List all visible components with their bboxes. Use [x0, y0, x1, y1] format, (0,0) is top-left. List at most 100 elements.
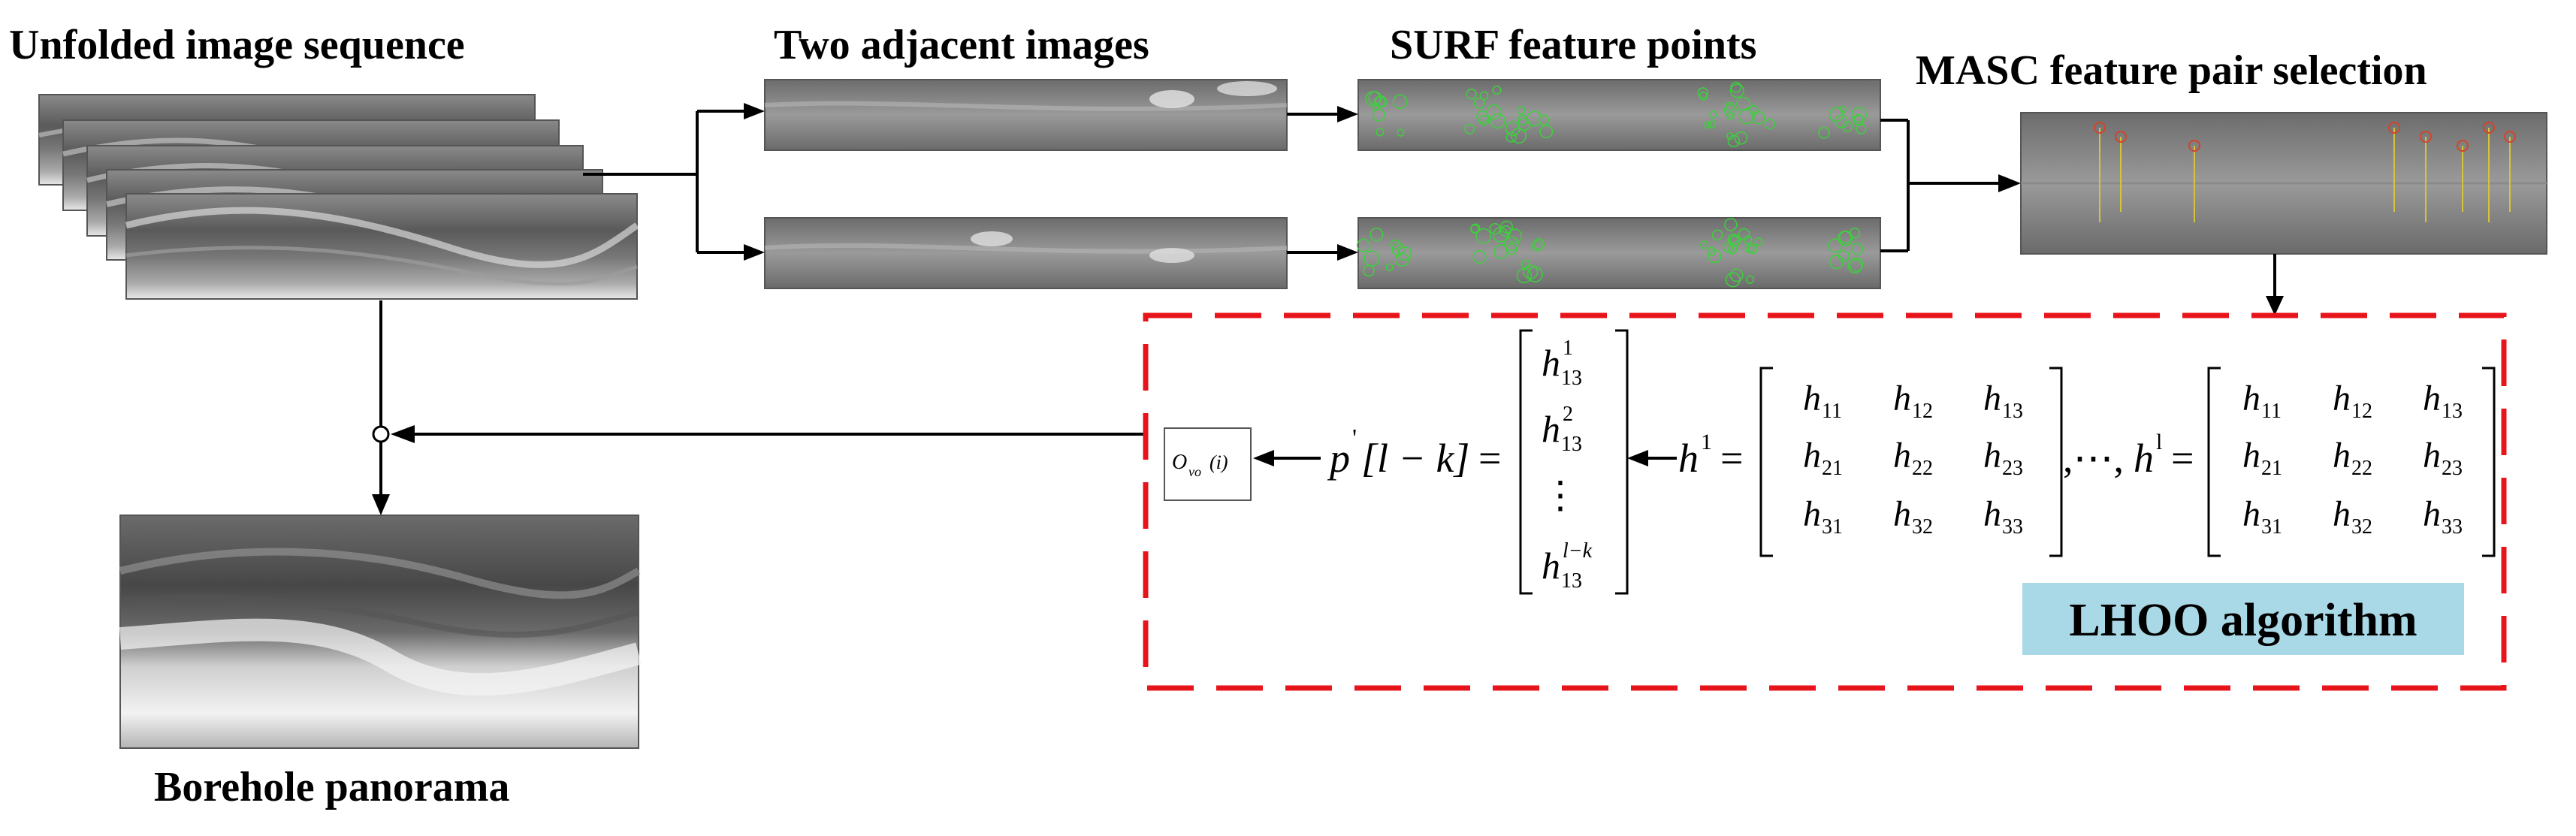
- matrix-entry-sub: 31: [1822, 515, 1843, 539]
- surf-point: [1375, 95, 1388, 108]
- surf-point: [1851, 107, 1867, 123]
- surf-point: [1376, 128, 1385, 137]
- vector-entry-base: h: [1542, 545, 1560, 587]
- adjacent-image-top: [764, 79, 1288, 151]
- arrow-head: [391, 425, 415, 443]
- surf-point: [1505, 243, 1518, 255]
- surf-point: [1390, 239, 1401, 250]
- surf-point: [1725, 101, 1735, 112]
- surf-point: [1490, 113, 1506, 129]
- arrow-head: [2266, 296, 2284, 315]
- connector-lines: [379, 110, 2276, 499]
- surf-point: [1723, 242, 1734, 253]
- arrow-head: [1998, 174, 2021, 192]
- surf-point: [1466, 89, 1477, 100]
- surf-point: [1743, 235, 1753, 245]
- masc-point: [2483, 122, 2495, 134]
- surf-point: [1516, 267, 1533, 284]
- surf-point: [1729, 83, 1744, 98]
- arrow-head: [1337, 106, 1358, 122]
- matrix-entry-sub: 22: [1912, 457, 1933, 480]
- surf-point: [1751, 110, 1765, 125]
- matrix-entry-base: h: [1893, 379, 1911, 418]
- surf-point: [1539, 125, 1554, 139]
- vector-entry-sup: l−k: [1563, 539, 1593, 563]
- surf-point: [1711, 229, 1723, 241]
- matrix-entry-base: h: [2242, 436, 2260, 475]
- surf-point: [1539, 114, 1550, 126]
- eq-h1-sup: 1: [1701, 430, 1712, 454]
- surf-point: [1697, 87, 1709, 98]
- masc-point: [2094, 122, 2106, 134]
- surf-point: [1391, 243, 1405, 256]
- surf-point: [1730, 81, 1742, 93]
- matrix-entry-base: h: [2242, 379, 2260, 418]
- matrix-entry-sub: 31: [2261, 515, 2282, 539]
- surf-point: [1517, 106, 1526, 115]
- matrix-entry-base: h: [1803, 436, 1821, 475]
- vector-entry-sup: 1: [1563, 337, 1573, 360]
- matrix-entry-sub: 32: [2351, 515, 2372, 539]
- eq-equals-2: =: [1720, 436, 1743, 481]
- matrix-entry-base: h: [2423, 494, 2441, 534]
- title-surf: SURF feature points: [1390, 22, 1756, 68]
- surf-point: [1724, 218, 1738, 231]
- surf-point: [1727, 233, 1738, 245]
- matrix-entry-base: h: [1983, 379, 2001, 418]
- ovo-box: O vo (i): [1164, 427, 1252, 501]
- rock-texture-image: [125, 193, 639, 300]
- equation-lhs: p ' [l − k] =: [1327, 424, 1501, 481]
- lhoo-label-box: [2022, 583, 2464, 655]
- surf-point: [1838, 250, 1850, 262]
- surf-point: [1470, 223, 1481, 234]
- surf-point: [1397, 246, 1412, 261]
- surf-point: [1835, 114, 1849, 128]
- surf-point: [1533, 238, 1545, 250]
- eq-index: [l − k]: [1361, 436, 1469, 481]
- matrix-entry-base: h: [2242, 494, 2260, 534]
- surf-point: [1475, 228, 1492, 244]
- masc-point: [2457, 140, 2469, 152]
- surf-point: [1708, 249, 1722, 264]
- surf-point: [1357, 238, 1370, 252]
- masc-point: [2115, 131, 2127, 143]
- eq-h1: h: [1678, 436, 1699, 481]
- arrow-head: [744, 244, 765, 261]
- equation-hl: h l =: [2134, 430, 2194, 481]
- title-adjacent: Two adjacent images: [774, 22, 1149, 68]
- matrix-entry-base: h: [2423, 379, 2441, 418]
- masc-point: [2504, 131, 2516, 143]
- surf-point: [1838, 230, 1853, 246]
- matrix-entry-sub: 23: [2442, 457, 2463, 480]
- surf-point: [1363, 250, 1380, 267]
- vector-entry-base: ⋮: [1542, 474, 1579, 516]
- matrix-entry-base: h: [2333, 494, 2351, 534]
- surf-point: [1479, 91, 1489, 101]
- surf-point: [1508, 228, 1523, 243]
- adjacent-image-bottom: [764, 217, 1288, 289]
- vector-entry-sub: 13: [1561, 367, 1582, 390]
- ovo-base: O: [1172, 451, 1187, 474]
- matrix-entry-base: h: [1983, 436, 2001, 475]
- surf-point: [1842, 121, 1853, 132]
- lhoo-dashed-frame: [1143, 312, 2507, 691]
- unfolded-image-stack: [38, 94, 639, 300]
- vector-entry-sub: 13: [1561, 569, 1582, 593]
- matrix-entry-sub: 13: [2002, 400, 2023, 423]
- borehole-panorama-image: [119, 515, 642, 749]
- eq-ellipsis: ,⋯,: [2063, 436, 2124, 481]
- matrix-entry-base: h: [1893, 436, 1911, 475]
- matrix-entry-base: h: [2423, 436, 2441, 475]
- masc-point: [2388, 122, 2400, 134]
- surf-point: [1723, 104, 1737, 117]
- vector-entry-sup: 2: [1563, 403, 1573, 426]
- surf-point: [1700, 240, 1709, 249]
- surf-point: [1385, 263, 1394, 272]
- matrix-entry-base: h: [1893, 494, 1911, 534]
- matrix-entry-sub: 13: [2442, 400, 2463, 423]
- matrix-entry-base: h: [2333, 436, 2351, 475]
- surf-point: [1838, 105, 1847, 113]
- surf-point: [1738, 108, 1755, 125]
- arrow-head: [1627, 450, 1648, 466]
